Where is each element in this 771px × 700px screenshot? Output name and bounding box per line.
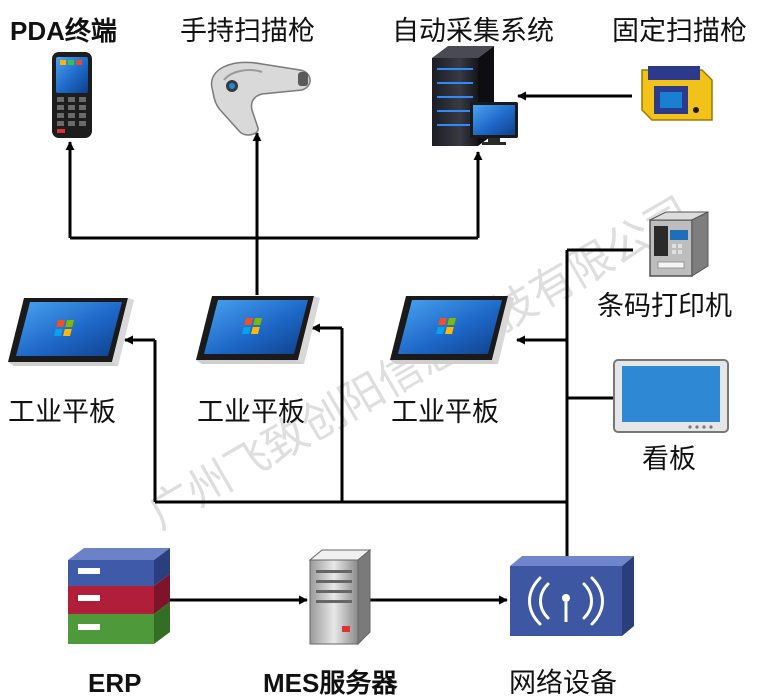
erp-system-icon: [68, 548, 170, 644]
erp-label: ERP: [88, 668, 141, 698]
tablet-1-label: 工业平板: [8, 397, 116, 428]
tablet-1-icon: [8, 298, 134, 366]
windows-logo-icon: [242, 318, 262, 334]
label-printer-label: 条码打印机: [597, 291, 732, 322]
auto-collection-system-icon: [432, 46, 518, 146]
windows-logo-icon: [54, 320, 74, 336]
fixed-scanner-icon: [641, 66, 713, 121]
tablet-2-label: 工业平板: [197, 397, 305, 428]
network-device-label: 网络设备: [509, 668, 617, 699]
pda-terminal-icon: [52, 52, 92, 138]
tablet-3-label: 工业平板: [391, 397, 499, 428]
mes-server-icon: [308, 548, 372, 646]
fixed-scanner-label: 固定扫描枪: [612, 16, 747, 47]
barcode-printer-icon: [649, 211, 709, 277]
tablet-3-icon: [390, 296, 514, 364]
mes-server-label: MES服务器: [263, 668, 398, 698]
tablet-2-icon: [196, 296, 320, 364]
kanban-display-icon: [613, 359, 729, 433]
kanban-label: 看板: [642, 444, 696, 475]
connection-lines: [65, 91, 633, 605]
windows-logo-icon: [436, 318, 456, 334]
handheld-scanner-label: 手持扫描枪: [180, 16, 315, 47]
auto-collection-label: 自动采集系统: [392, 16, 554, 47]
handheld-scanner-icon: [210, 61, 311, 136]
network-device-icon: [510, 556, 634, 636]
pda-label: PDA终端: [10, 16, 117, 46]
